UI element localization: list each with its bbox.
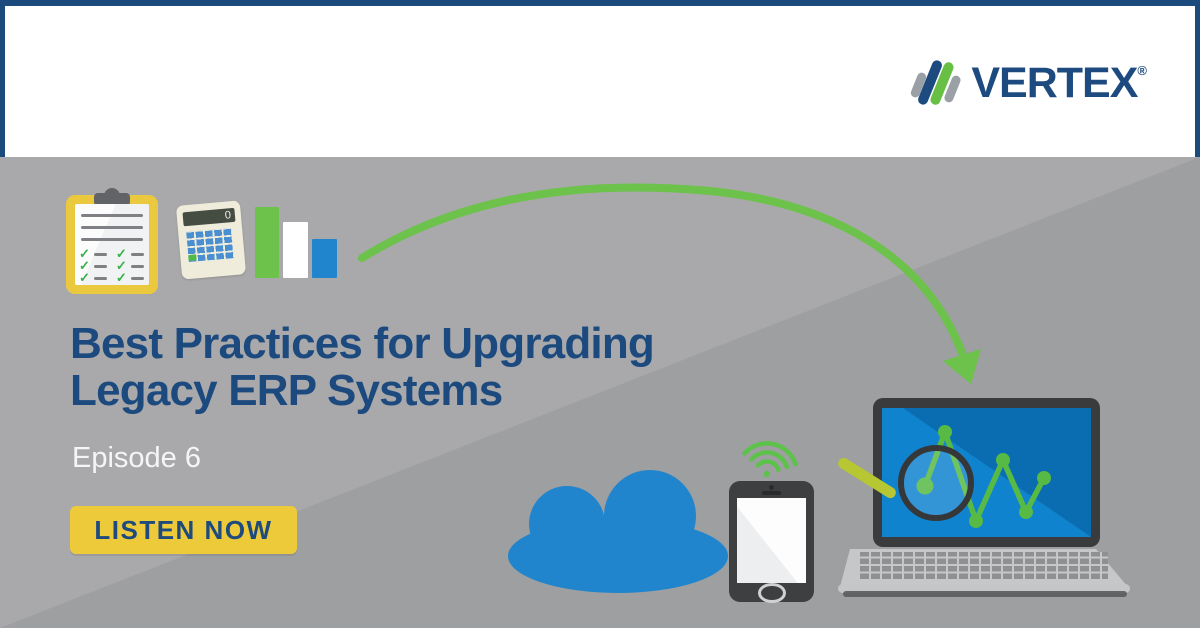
checklist-dash [93, 276, 107, 280]
bar-blue [312, 239, 337, 278]
listen-now-button[interactable]: LISTEN NOW [70, 506, 297, 554]
calculator-display: 0 [182, 207, 236, 227]
check-icon: ✓ [115, 270, 127, 285]
checklist-dash [130, 264, 144, 268]
title-line-1: Best Practices for Upgrading [70, 319, 655, 368]
checklist-dash [93, 264, 107, 268]
checklist-dash [130, 252, 144, 256]
smartphone-icon [729, 481, 814, 603]
clipboard-checklist-icon: ✓ ✓ ✓ ✓ ✓ ✓ ✓ ✓ [66, 188, 158, 294]
paper-line [81, 214, 143, 217]
check-icon: ✓ [79, 283, 90, 285]
check-icon: ✓ [79, 246, 90, 261]
stage: ✓ ✓ ✓ ✓ ✓ ✓ ✓ ✓ 0 [0, 157, 1200, 628]
magnifier-lens-icon [898, 445, 974, 521]
checklist-row: ✓ ✓ [79, 246, 149, 261]
laptop-shadow [843, 591, 1127, 597]
phone-camera-dot [769, 485, 774, 490]
bar-green [255, 207, 279, 278]
laptop-icon [836, 398, 1134, 600]
clipboard-paper: ✓ ✓ ✓ ✓ ✓ ✓ ✓ ✓ [75, 204, 149, 285]
calculator-green-key [188, 254, 197, 262]
phone-screen-shade [737, 506, 798, 583]
bar-white [283, 222, 308, 278]
page-title: Best Practices for Upgrading Legacy ERP … [70, 319, 655, 415]
laptop-base-lip [838, 584, 1130, 593]
brand-name-text: VERTEX [971, 58, 1138, 107]
check-icon: ✓ [79, 270, 90, 285]
brand-logo: VERTEX® [909, 58, 1147, 108]
checklist-row: ✓ ✓ [79, 270, 149, 285]
check-icon: ✓ [115, 246, 127, 261]
cloud-icon [508, 470, 728, 593]
vertex-mark-icon [909, 58, 963, 108]
paper-line [81, 226, 143, 229]
check-icon: ✓ [79, 258, 90, 273]
title-line-2: Legacy ERP Systems [70, 366, 503, 415]
wifi-icon [742, 441, 798, 478]
phone-home-button [758, 583, 786, 603]
registered-mark: ® [1137, 62, 1147, 78]
paper-line [81, 238, 143, 241]
episode-label: Episode 6 [72, 442, 201, 474]
checklist-dash [130, 276, 144, 280]
phone-speaker [762, 491, 781, 495]
calculator-icon: 0 [175, 200, 247, 280]
brand-wordmark: VERTEX® [971, 58, 1147, 107]
checklist-row: ✓ ✓ [79, 283, 149, 285]
check-icon: ✓ [116, 283, 127, 285]
check-icon: ✓ [115, 258, 127, 273]
checklist-dash [93, 252, 107, 256]
checklist-row: ✓ ✓ [79, 258, 149, 273]
listen-now-label: LISTEN NOW [94, 514, 273, 545]
bar-chart-icon [255, 207, 337, 278]
phone-screen [737, 498, 806, 583]
laptop-keys-grid [860, 552, 1108, 579]
header-bar: VERTEX® [0, 0, 1200, 157]
clipboard-clip [94, 193, 130, 206]
